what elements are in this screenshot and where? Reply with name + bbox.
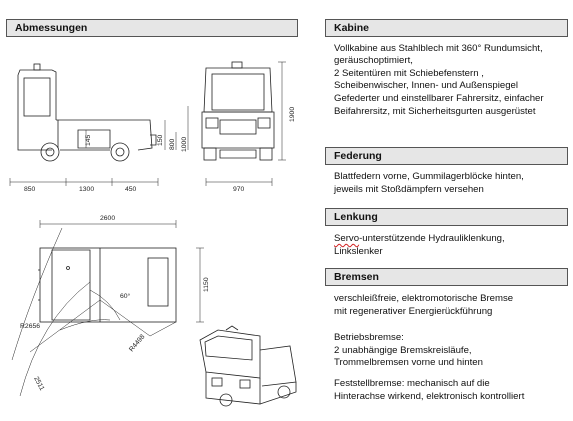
dim-1300: 1300 <box>79 186 94 193</box>
lenkung-servo-word: Servo <box>334 233 360 244</box>
dim-1000: 1000 <box>181 137 188 152</box>
dim-r2656: R2656 <box>20 323 40 330</box>
dim-800: 800 <box>169 138 176 150</box>
perspective-view-drawing <box>199 325 297 407</box>
dim-145: 145 <box>85 134 92 146</box>
kabine-line-4: Scheibenwischer, Innen- und Außenspiegel <box>334 80 519 91</box>
kabine-line-2: geräuschoptimiert, <box>334 55 413 66</box>
betriebsbremse-line-3: Trommelbremsen vorne und hinten <box>334 357 483 368</box>
kabine-header: Kabine <box>325 19 568 37</box>
bremsen-header: Bremsen <box>325 268 568 286</box>
betriebsbremse-line-1: Betriebsbremse: <box>334 332 404 343</box>
dim-1900: 1900 <box>289 107 296 122</box>
top-view-drawing <box>11 220 204 397</box>
lenkung-line-2: Linkslenker <box>334 246 383 257</box>
federung-header: Federung <box>325 147 568 165</box>
bremsen-line-1: verschleißfreie, elektromotorische Brems… <box>334 293 514 304</box>
feststellbremse-line-2: Hinterachse wirkend, elektronisch kontro… <box>334 391 525 402</box>
lenkung-line-1: Servo-unterstützende Hydrauliklenkung, <box>334 233 505 245</box>
dim-450: 450 <box>125 186 137 193</box>
bremsen-line-2: mit regenerativer Energierückführung <box>334 306 493 317</box>
dim-150: 150 <box>157 134 164 146</box>
feststellbremse-line-1: Feststellbremse: mechanisch auf die <box>334 378 490 389</box>
kabine-line-3: 2 Seitentüren mit Schiebefenstern , <box>334 68 484 79</box>
lenkung-header: Lenkung <box>325 208 568 226</box>
side-view-drawing <box>9 63 189 186</box>
dim-970: 970 <box>233 186 245 193</box>
betriebsbremse-line-2: 2 unabhängige Bremskreisläufe, <box>334 345 472 356</box>
lenkung-line-1-rest: -unterstützende Hydrauliklenkung, <box>359 233 505 244</box>
federung-line-2: jeweils mit Stoßdämpfern versehen <box>334 184 484 195</box>
federung-line-1: Blattfedern vorne, Gummilagerblöcke hint… <box>334 171 524 182</box>
kabine-line-1: Vollkabine aus Stahlblech mit 360° Rundu… <box>334 43 543 54</box>
dim-1150: 1150 <box>203 277 210 292</box>
dimensions-header: Abmessungen <box>6 19 298 37</box>
kabine-line-5: Gefederter und einstellbarer Fahrersitz,… <box>334 93 544 104</box>
dim-850: 850 <box>24 186 36 193</box>
dim-r4498: R4498 <box>128 333 146 353</box>
kabine-line-6: Beifahrersitz, mit Sicherheitsgurten aus… <box>334 106 536 117</box>
dim-2600: 2600 <box>100 215 115 222</box>
dim-angle-60: 60° <box>120 292 131 300</box>
front-view-drawing <box>201 61 286 186</box>
dim-2511: 2511 <box>32 376 45 392</box>
